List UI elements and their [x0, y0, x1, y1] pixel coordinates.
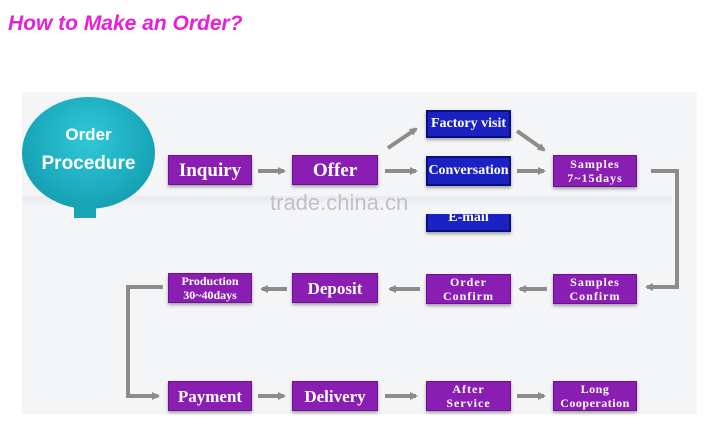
- step-order-confirm: Order Confirm: [426, 274, 511, 304]
- step-inquiry-label: Inquiry: [178, 159, 242, 181]
- step-after-service-line1: After: [452, 382, 485, 396]
- step-deposit: Deposit: [292, 273, 378, 303]
- step-samples-confirm-line2: Confirm: [569, 289, 621, 303]
- step-samples: Samples 7~15days: [553, 155, 637, 187]
- step-conversation-label: Conversation: [428, 163, 509, 178]
- step-samples-line1: Samples: [570, 157, 620, 171]
- step-after-service: After Service: [426, 381, 511, 411]
- step-production-line1: Production: [181, 274, 239, 288]
- step-order-confirm-line2: Confirm: [443, 289, 494, 303]
- step-factory-visit-label: Factory visit: [430, 116, 507, 131]
- step-factory-visit: Factory visit: [426, 110, 511, 138]
- circle-label-line1: Order: [65, 125, 112, 144]
- step-payment: Payment: [168, 381, 252, 411]
- step-offer-label: Offer: [312, 159, 358, 181]
- step-conversation: Conversation: [426, 156, 511, 186]
- step-production-line2: 30~40days: [183, 288, 237, 302]
- arrow-production-to-payment: [126, 285, 163, 400]
- step-samples-line2: 7~15days: [567, 171, 623, 185]
- step-samples-confirm-line1: Samples: [570, 275, 620, 289]
- page-title: How to Make an Order?: [8, 12, 243, 35]
- step-after-service-line2: Service: [446, 396, 491, 410]
- arrow-samples-to-confirm: [645, 169, 679, 291]
- step-production: Production 30~40days: [168, 273, 252, 303]
- step-samples-confirm: Samples Confirm: [553, 274, 637, 304]
- step-long-cooperation-line2: Cooperation: [560, 396, 630, 410]
- step-inquiry: Inquiry: [168, 155, 252, 185]
- step-delivery-label: Delivery: [304, 386, 366, 406]
- step-long-cooperation-line1: Long: [580, 382, 610, 396]
- arrow-factory-samples: [515, 129, 546, 152]
- row-shadow: [22, 196, 672, 206]
- step-delivery: Delivery: [292, 381, 378, 411]
- step-long-cooperation: Long Cooperation: [553, 381, 637, 411]
- step-payment-label: Payment: [177, 386, 243, 406]
- step-order-confirm-line1: Order: [450, 275, 487, 289]
- circle-label-line2: Procedure: [41, 153, 136, 174]
- watermark: trade.china.cn: [270, 190, 409, 215]
- step-offer: Offer: [292, 155, 378, 185]
- order-procedure-circle: Order Procedure: [22, 97, 155, 209]
- arrow-offer-factory: [386, 127, 418, 150]
- step-email: E-mail: [426, 214, 511, 232]
- circle-stem: [74, 204, 96, 218]
- step-deposit-label: Deposit: [307, 278, 363, 298]
- step-email-label: E-mail: [448, 214, 489, 225]
